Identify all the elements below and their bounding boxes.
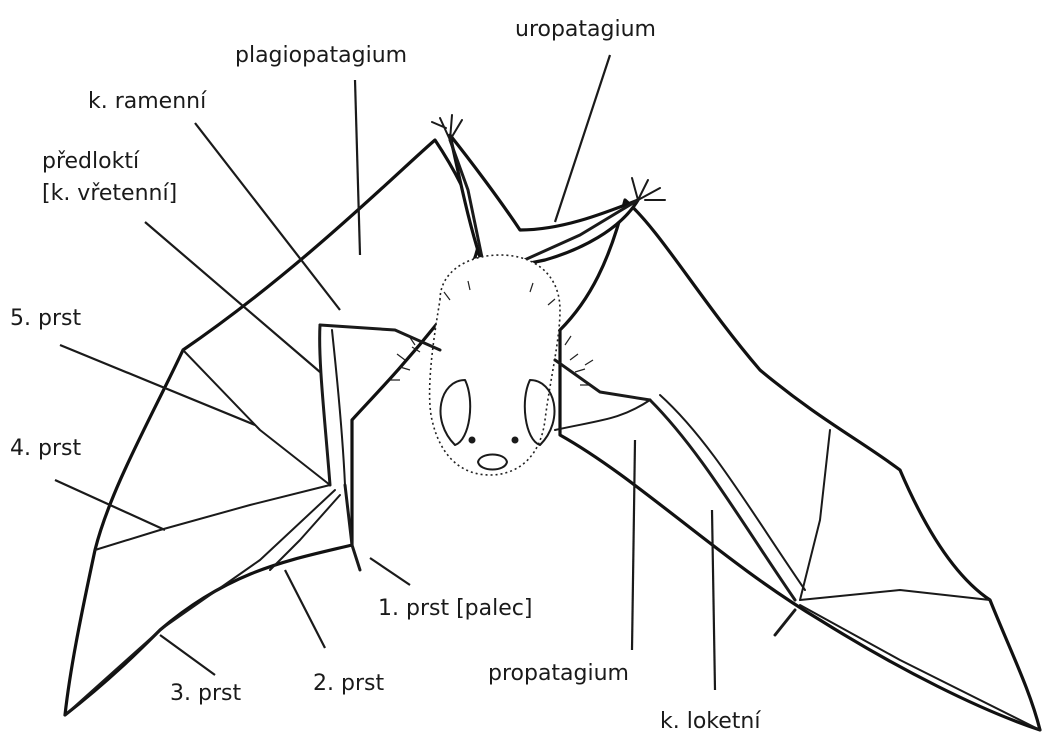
leader-uropatagium bbox=[555, 55, 610, 222]
label-prst1: 1. prst [palec] bbox=[378, 596, 532, 621]
label-k-loketni: k. loketní bbox=[660, 709, 761, 734]
right-foot-icon bbox=[632, 178, 665, 200]
leader-prst1 bbox=[370, 558, 410, 585]
label-predlokti-line1: předloktí bbox=[42, 149, 140, 174]
left-wing-membrane bbox=[65, 140, 480, 715]
label-prst3: 3. prst bbox=[170, 681, 241, 706]
label-propatagium: propatagium bbox=[488, 661, 629, 686]
label-k-ramenni: k. ramenní bbox=[88, 89, 207, 114]
left-foot-icon bbox=[432, 115, 462, 140]
leader-prst3 bbox=[160, 635, 215, 675]
label-uropatagium: uropatagium bbox=[515, 17, 656, 42]
leader-prst2 bbox=[285, 570, 325, 648]
right-wing-membrane bbox=[560, 200, 1040, 730]
leader-k-ramenni bbox=[195, 123, 340, 310]
right-eye bbox=[512, 437, 519, 444]
bat-body bbox=[430, 255, 560, 475]
left-eye bbox=[469, 437, 476, 444]
label-prst2: 2. prst bbox=[313, 671, 384, 696]
label-predlokti-line2: [k. vřetenní] bbox=[42, 181, 177, 206]
label-prst5: 5. prst bbox=[10, 306, 81, 331]
label-prst4: 4. prst bbox=[10, 436, 81, 461]
right-thumb bbox=[775, 610, 795, 635]
label-plagiopatagium: plagiopatagium bbox=[235, 43, 407, 68]
